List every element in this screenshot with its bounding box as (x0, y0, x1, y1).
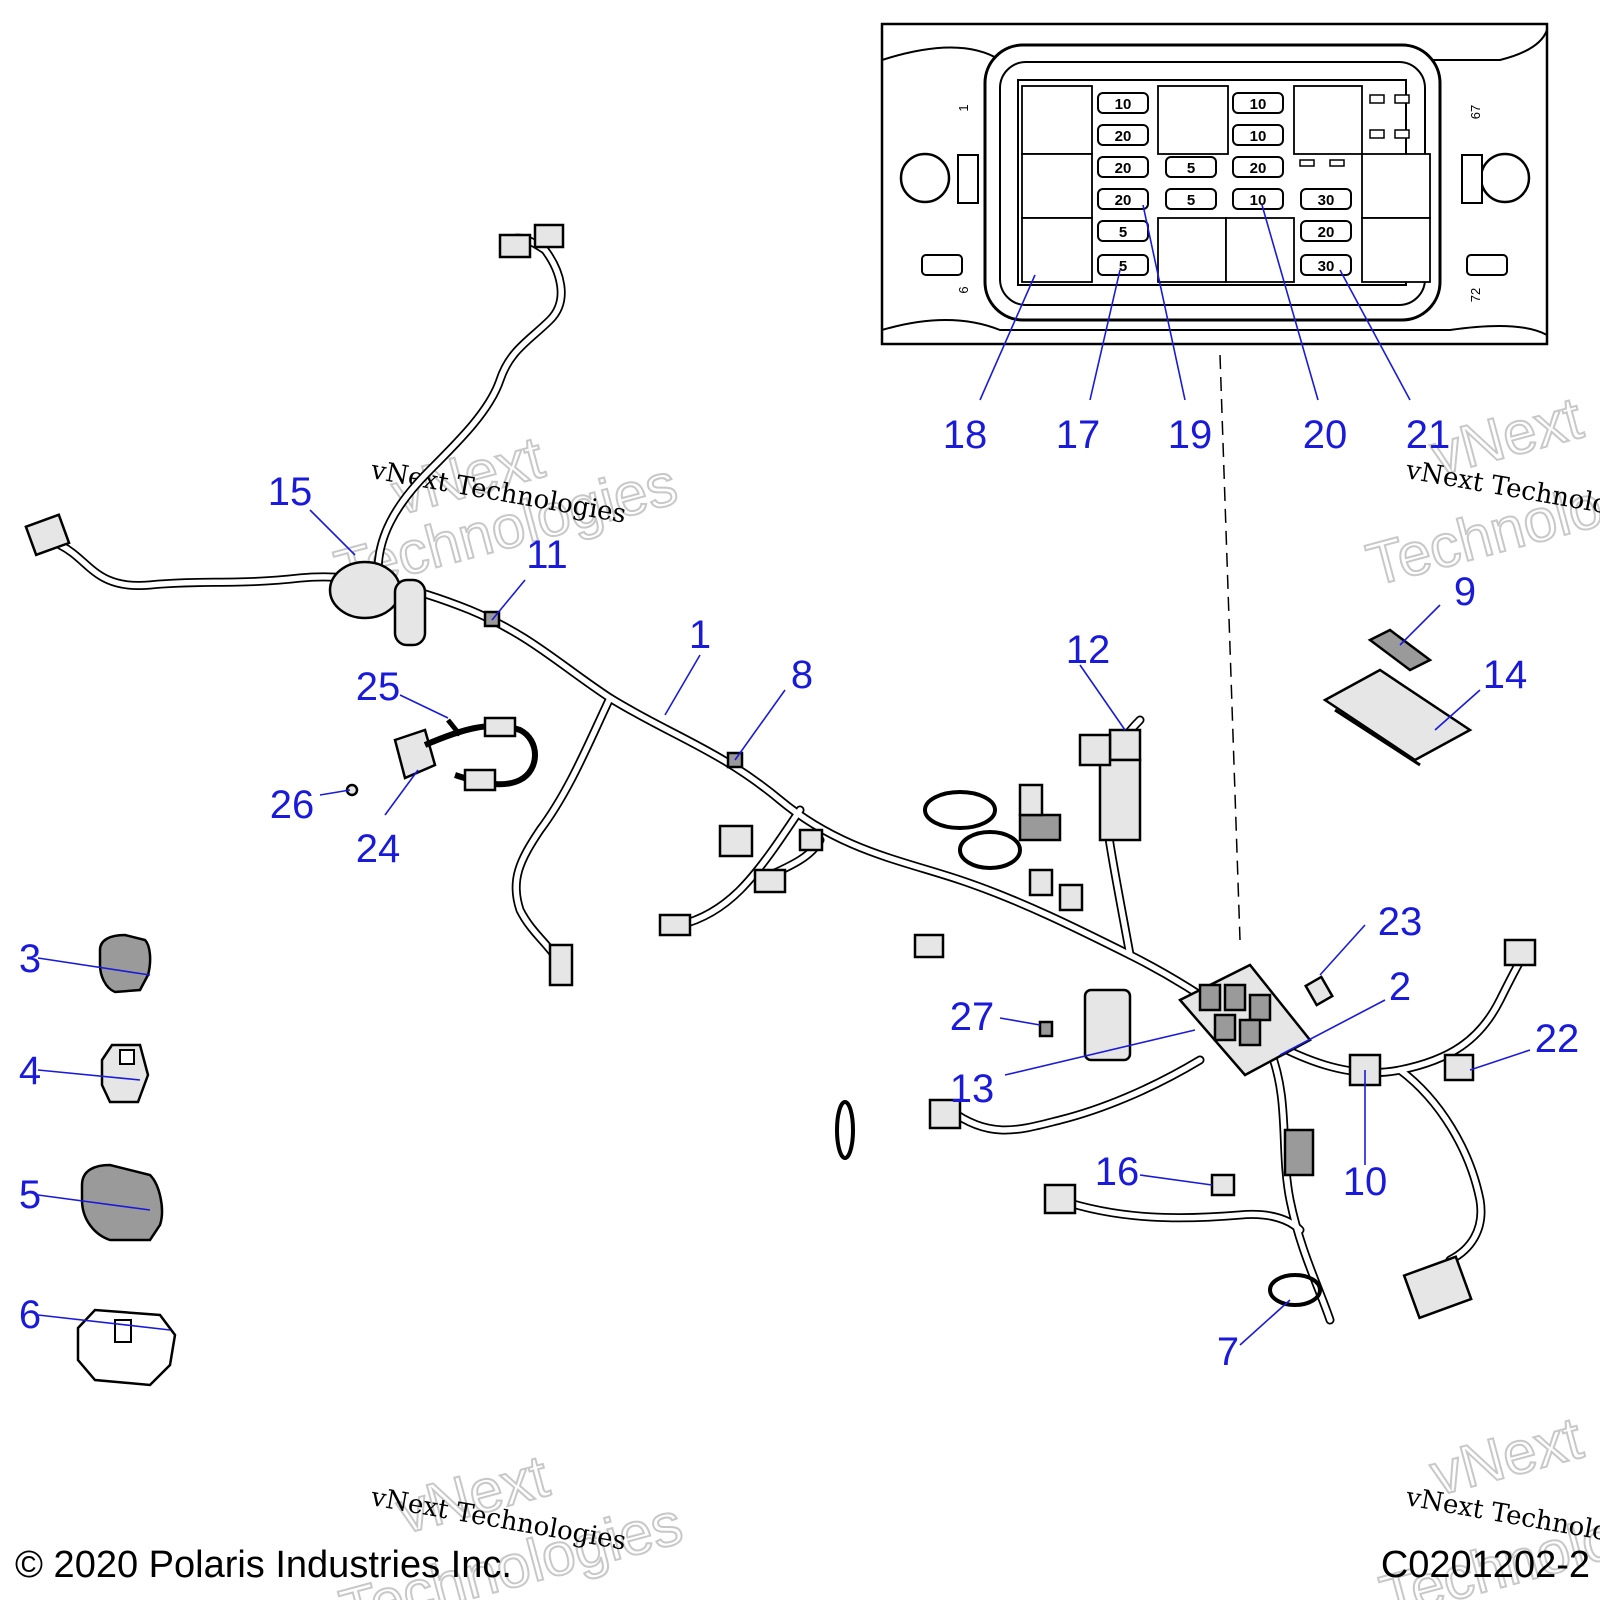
fuse-label: 5 (1187, 192, 1195, 209)
harness-branch-inner (947, 1057, 1203, 1133)
fuse-label: 5 (1119, 258, 1127, 275)
callout-8: 8 (791, 653, 813, 697)
callout-26: 26 (270, 783, 315, 827)
fuse-label: 30 (1318, 258, 1335, 275)
callout-24: 24 (356, 827, 401, 871)
pin-label-1: 1 (956, 104, 971, 111)
fuse-label: 10 (1250, 96, 1267, 113)
callouts: 1 2 3 4 5 6 7 8 9 10 11 12 13 14 15 16 1… (19, 413, 1579, 1374)
harness-branch-inner (1247, 942, 1533, 1076)
fuse-label: 20 (1115, 192, 1132, 209)
fuse-label: 10 (1115, 96, 1132, 113)
callout-25: 25 (356, 665, 401, 709)
fuse-column-1: 10 20 20 20 5 5 (1097, 92, 1149, 276)
connector-cover-4 (100, 1043, 150, 1104)
callout-16: 16 (1095, 1150, 1140, 1194)
pin-label-67: 67 (1468, 105, 1483, 119)
connector-cover-6 (76, 1308, 177, 1387)
pin-label-72: 72 (1468, 288, 1483, 302)
callout-5: 5 (19, 1173, 41, 1217)
fuse-label: 20 (1250, 160, 1267, 177)
fuse-label: 10 (1250, 128, 1267, 145)
fuse-label: 30 (1318, 192, 1335, 209)
fuse-label: 20 (1318, 224, 1335, 241)
callout-10: 10 (1343, 1160, 1388, 1204)
fuse-label: 10 (1250, 192, 1267, 209)
callout-15: 15 (268, 470, 313, 514)
fuse-label: 5 (1187, 160, 1195, 177)
part-27 (1038, 1020, 1054, 1038)
harness-branch (55, 540, 1255, 1035)
harness-branch-inner (513, 695, 613, 983)
module-14-group (1322, 628, 1473, 767)
module-24-group (345, 716, 538, 797)
harness-connectors (24, 223, 1537, 1320)
callout-22: 22 (1535, 1017, 1580, 1061)
callout-21: 21 (1406, 413, 1451, 457)
fuse-label: 20 (1115, 128, 1132, 145)
fuse-label: 20 (1115, 160, 1132, 177)
part-23 (1303, 975, 1335, 1007)
fuse-label: 5 (1119, 224, 1127, 241)
callout-2: 2 (1389, 965, 1411, 1009)
connector-cover-3 (98, 933, 152, 994)
inset-link-line (1219, 354, 1241, 941)
part-16 (1210, 1173, 1236, 1197)
callout-23: 23 (1378, 900, 1423, 944)
callout-11: 11 (526, 533, 568, 577)
harness-branch-inner (57, 542, 1253, 1033)
callout-3: 3 (19, 937, 41, 981)
harness-branch-inner (1397, 1067, 1484, 1263)
callout-13: 13 (950, 1067, 995, 1111)
fuse-box-inset: 10 20 20 20 5 5 5 5 10 10 20 (880, 22, 1549, 346)
harness-branch-inner (677, 807, 803, 928)
callout-4: 4 (19, 1049, 41, 1093)
callout-6: 6 (19, 1293, 41, 1337)
callout-1: 1 (689, 613, 711, 657)
callout-17: 17 (1056, 413, 1101, 457)
copyright-text: © 2020 Polaris Industries Inc. (15, 1544, 512, 1586)
fuse-column-3: 10 10 20 10 (1232, 92, 1284, 210)
fuse-column-4: 30 20 30 (1300, 188, 1352, 276)
callout-19: 19 (1168, 413, 1213, 457)
callout-27: 27 (950, 995, 995, 1039)
connector-cover-5 (80, 1163, 164, 1242)
leader-lines (37, 204, 1531, 1346)
callout-14: 14 (1483, 653, 1528, 697)
harness-branch-inner (1057, 1197, 1303, 1233)
connector-13 (1083, 988, 1132, 1062)
figure-code: C0201202-2 (1381, 1544, 1590, 1586)
fuse-column-2: 5 5 (1165, 156, 1217, 210)
callout-20: 20 (1303, 413, 1348, 457)
callout-12: 12 (1066, 628, 1111, 672)
harness-branch-inner (375, 235, 564, 593)
callout-7: 7 (1217, 1330, 1239, 1374)
callout-18: 18 (943, 413, 988, 457)
callout-9: 9 (1454, 570, 1476, 614)
pin-label-6: 6 (956, 286, 971, 293)
